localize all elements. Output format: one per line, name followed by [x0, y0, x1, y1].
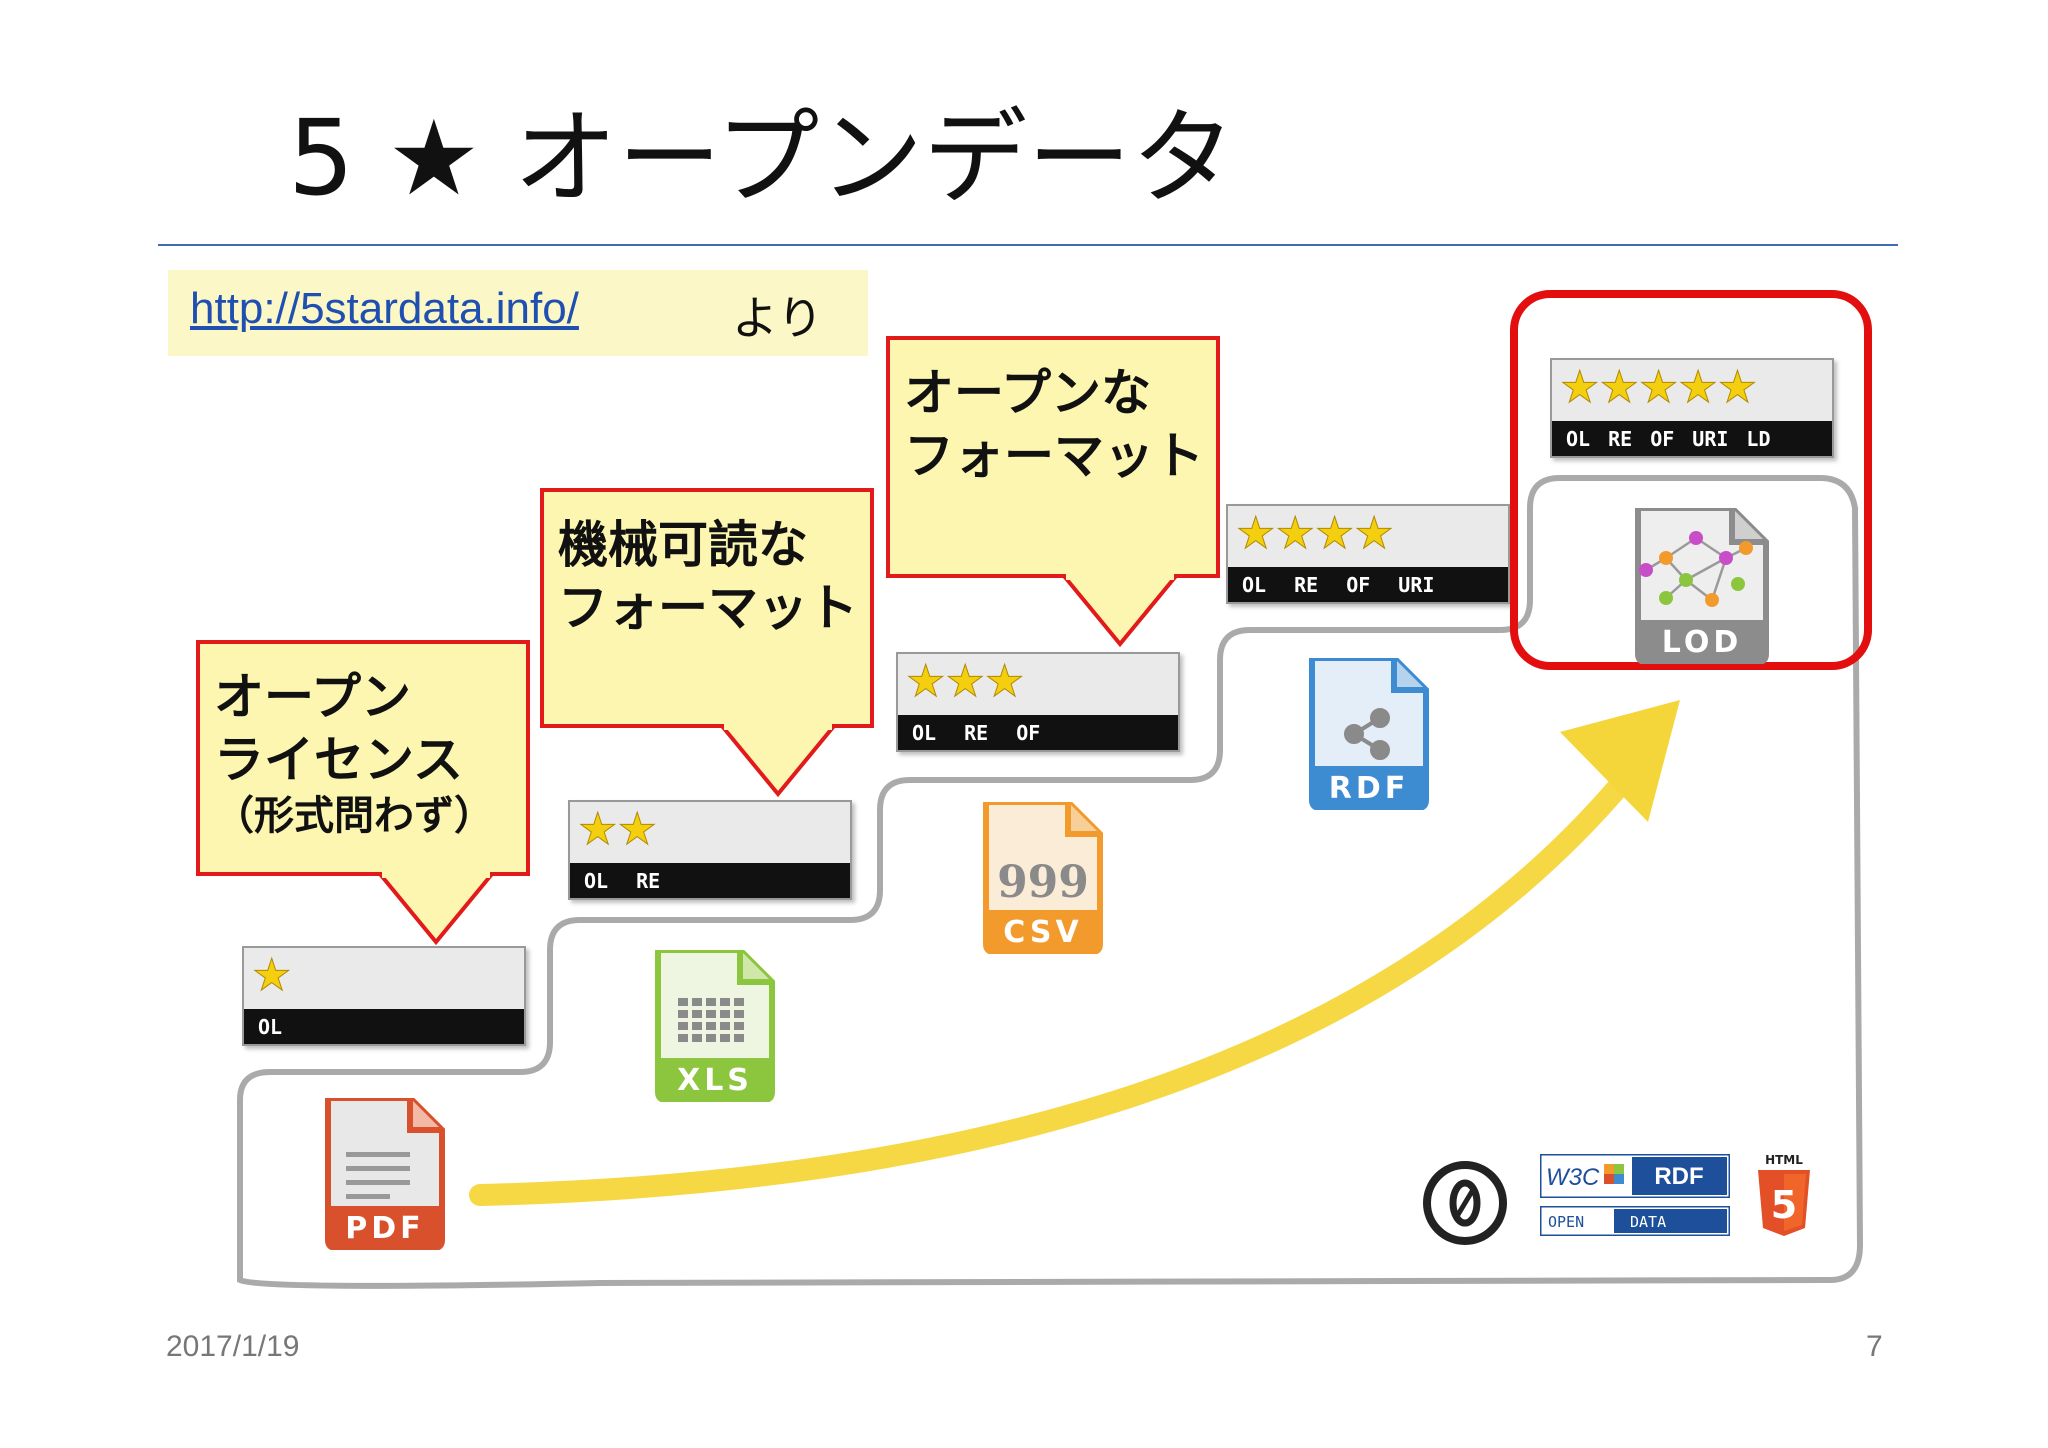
- badge-label: RE: [636, 868, 661, 893]
- badge-labels: OL RE OF: [898, 715, 1178, 750]
- badge-stars: ★: [251, 950, 292, 1002]
- source-link[interactable]: http://5stardata.info/: [190, 284, 579, 333]
- callout-open-license: オープン ライセンス （形式問わず）: [196, 640, 530, 876]
- badge-stars: ★★: [578, 804, 658, 856]
- badge-label: RE: [1608, 426, 1633, 451]
- w3c-rdf-logo: W3C RDF: [1540, 1154, 1730, 1198]
- html5-logo: HTML 5: [1758, 1153, 1810, 1236]
- callout-line: オープン: [214, 668, 411, 726]
- xls-file-icon: XLS: [655, 950, 775, 1102]
- badge-label: LD: [1746, 426, 1771, 451]
- staircase-outline: [237, 475, 1864, 1289]
- badge-label: URI: [1398, 572, 1435, 597]
- callout-machine-readable: 機械可読な フォーマット: [540, 488, 874, 728]
- badge-stars: ★★★: [905, 656, 1025, 708]
- callout-line: ライセンス: [214, 730, 463, 789]
- star-badge-4: ★★★★ OL RE OF URI: [1226, 504, 1510, 604]
- badge-label: OL: [1242, 572, 1267, 597]
- rdf-label: RDF: [1329, 771, 1410, 806]
- pdf-file-icon: PDF: [325, 1098, 445, 1250]
- badge-labels: OL RE: [570, 863, 850, 898]
- badge-label: OL: [258, 1014, 283, 1039]
- cc-zero-icon: [1423, 1161, 1507, 1245]
- open-text: OPEN: [1548, 1213, 1584, 1231]
- slide-title: 5 ★ オープンデータ: [288, 97, 1236, 219]
- html-text: HTML: [1765, 1153, 1803, 1167]
- open-data-logo: OPEN DATA: [1540, 1206, 1730, 1236]
- badge-label: OL: [912, 720, 937, 745]
- badge-stars: ★★★★: [1236, 508, 1395, 560]
- lod-label: LOD: [1662, 625, 1742, 660]
- csv-file-icon: 999 CSV: [983, 802, 1103, 954]
- pdf-label: PDF: [345, 1211, 424, 1246]
- growth-arrow-head: [1560, 700, 1680, 822]
- csv-label: CSV: [1003, 915, 1082, 950]
- callout-line: フォーマット: [904, 426, 1204, 485]
- callout-pointer: [718, 722, 838, 798]
- title-divider: [158, 244, 1898, 246]
- xls-label: XLS: [677, 1063, 753, 1098]
- lod-highlight-frame: [1510, 290, 1872, 670]
- callout-pointer: [376, 870, 496, 946]
- star-badge-5: ★★★★★ OL RE OF URI LD: [1550, 358, 1834, 458]
- html5-number: 5: [1771, 1183, 1797, 1227]
- source-box: http://5stardata.info/ より: [168, 270, 868, 356]
- callout-pointer: [1060, 572, 1180, 648]
- badge-stars: ★★★★★: [1559, 362, 1758, 414]
- badge-label: OL: [1566, 426, 1591, 451]
- rdf-logo-text: RDF: [1654, 1163, 1703, 1190]
- rdf-file-icon: RDF: [1309, 658, 1429, 810]
- w3c-text: W3C: [1546, 1164, 1600, 1191]
- data-text: DATA: [1630, 1213, 1666, 1231]
- badge-label: URI: [1692, 426, 1729, 451]
- lod-file-icon: LOD: [1635, 508, 1769, 664]
- badge-label: OL: [584, 868, 609, 893]
- badge-labels: OL RE OF URI: [1228, 567, 1508, 602]
- badge-labels: OL RE OF URI LD: [1552, 421, 1832, 456]
- callout-line: （形式問わず）: [214, 793, 494, 839]
- badge-label: RE: [1294, 572, 1319, 597]
- badge-label: OF: [1650, 426, 1675, 451]
- badge-label: OF: [1346, 572, 1371, 597]
- badge-labels: OL: [244, 1009, 524, 1044]
- callout-line: フォーマット: [558, 578, 858, 637]
- callout-open-format: オープンな フォーマット: [886, 336, 1220, 578]
- page-number: 7: [1866, 1330, 1883, 1363]
- callout-line: オープンな: [904, 364, 1151, 422]
- star-badge-1: ★ OL: [242, 946, 526, 1046]
- badge-label: RE: [964, 720, 989, 745]
- footer-date: 2017/1/19: [166, 1330, 300, 1363]
- badge-label: OF: [1016, 720, 1041, 745]
- star-badge-3: ★★★ OL RE OF: [896, 652, 1180, 752]
- growth-arrow-body: [469, 774, 1631, 1206]
- svg-text:999: 999: [997, 857, 1089, 908]
- source-suffix: より: [732, 291, 824, 345]
- callout-line: 機械可読な: [558, 516, 808, 574]
- star-badge-2: ★★ OL RE: [568, 800, 852, 900]
